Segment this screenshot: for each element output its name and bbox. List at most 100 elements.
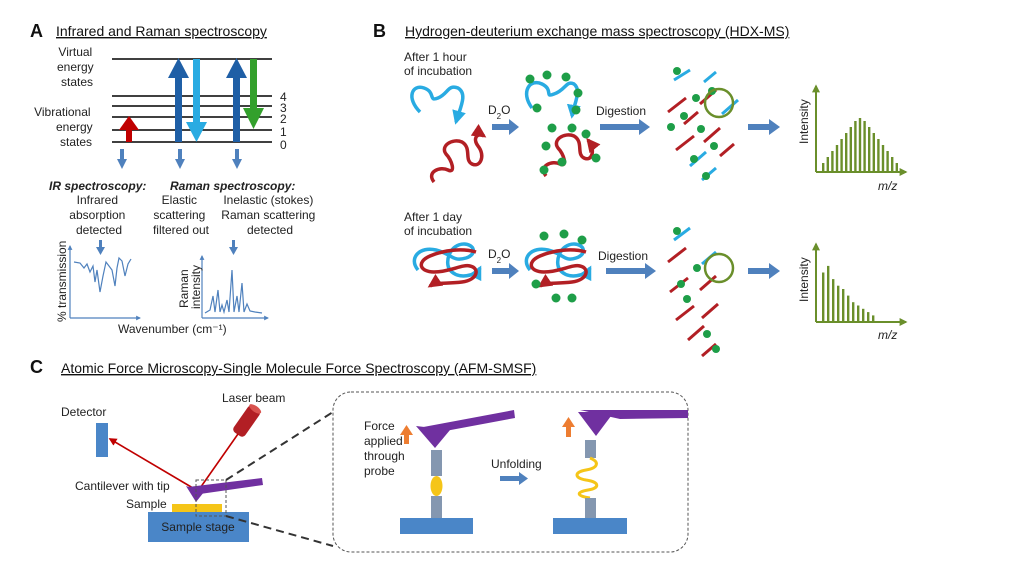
laser-beam <box>197 433 239 492</box>
level-label-4: 4 <box>280 90 287 104</box>
spectrum-2-bar <box>822 272 825 322</box>
spectrum-2-bar <box>862 308 865 322</box>
detector-label: Detector <box>61 405 106 419</box>
ir-spectrum-trace <box>73 256 132 293</box>
spectrum-2-bar <box>867 312 870 322</box>
row2-highlight-circle <box>703 252 735 284</box>
row2-peptides <box>667 226 719 358</box>
spectrum-2-bar <box>827 265 830 322</box>
ir-absorption-arrow <box>119 116 139 142</box>
row2-label: After 1 day of incubation <box>404 210 472 238</box>
spectrum-2-bar <box>837 285 840 322</box>
row1-d2o-arrow <box>492 119 519 135</box>
spectrum-2-ylabel: Intensity <box>797 257 811 302</box>
spectrum-1-bar <box>881 145 885 172</box>
row2-protein <box>412 242 482 288</box>
row1-digestion-arrow <box>600 119 650 135</box>
unfolded-molecule <box>553 410 688 534</box>
ir-ylabel: % transmission <box>55 241 69 322</box>
row1-label: After 1 hour of incubation <box>404 50 472 78</box>
spectrum-1-bar <box>868 127 871 172</box>
spectrum-2-bar <box>842 289 845 322</box>
force-label: Force applied through probe <box>364 419 408 478</box>
spectrum-2-bar <box>847 295 850 322</box>
level-label-3: 3 <box>280 101 287 115</box>
spectrum-1-bar <box>849 127 852 172</box>
spectrum-1-xlabel: m/z <box>878 179 897 193</box>
laser-label: Laser beam <box>222 391 285 405</box>
panel-b-title: Hydrogen-deuterium exchange mass spectro… <box>405 23 789 39</box>
raman-spectrum-plot <box>199 255 269 321</box>
stokes-up-arrow <box>226 58 247 142</box>
zoom-line-bottom <box>225 515 334 547</box>
unfolding-arrow <box>500 472 528 485</box>
spectrum-1-bar <box>891 157 894 172</box>
ir-spectrum-arrow <box>96 240 105 255</box>
row1-labeled-protein <box>524 70 601 178</box>
spectrum-2-bar <box>832 279 835 322</box>
level-label-0: 0 <box>280 138 287 152</box>
ir-spectroscopy-title: IR spectroscopy: <box>49 179 146 193</box>
spectrum-1-bar <box>840 139 843 172</box>
ir-description: Infrared absorption detected <box>69 193 128 237</box>
panel-c-letter: C <box>30 357 43 377</box>
row2-labeled-protein <box>524 229 592 303</box>
elastic-description: Elastic scattering filtered out <box>153 193 210 237</box>
row2-d2o-arrow <box>492 263 519 279</box>
spectrum-1-bar <box>872 133 875 172</box>
sample-label: Sample <box>126 497 167 511</box>
level-label-1: 1 <box>280 125 287 139</box>
row1-peptides <box>667 68 739 182</box>
laser-source <box>233 404 262 437</box>
spectrum-2 <box>812 242 908 326</box>
raman-ylabel: Raman intensity <box>177 265 203 309</box>
spectrum-1-bar <box>858 118 862 172</box>
spectrum-2-bar <box>852 302 855 322</box>
panel-c-title: Atomic Force Microscopy-Single Molecule … <box>61 360 536 376</box>
spectrum-1-ylabel: Intensity <box>797 99 811 144</box>
sample-stage-label: Sample stage <box>161 520 235 534</box>
level-label-2: 2 <box>280 112 287 126</box>
ir-down-arrow <box>117 149 127 169</box>
row2-ms-arrow <box>748 263 780 279</box>
row1-highlight-circle <box>703 87 735 119</box>
spectrum-1-bar <box>863 121 866 172</box>
spectrum-1-bar <box>826 157 829 172</box>
elastic-down-arrow <box>175 149 185 169</box>
inelastic-description: Inelastic (stokes) Raman scattering dete… <box>221 193 318 237</box>
spectrum-1 <box>812 84 908 176</box>
vibrational-states-label: Vibrational energy states <box>34 105 96 149</box>
ir-spectrum-plot <box>67 245 141 321</box>
spectrum-1-bar <box>822 163 825 172</box>
rayleigh-up-arrow <box>168 58 189 142</box>
raman-spectrum-arrow <box>229 240 238 255</box>
spectrum-1-bar <box>845 133 848 172</box>
folded-molecule <box>400 410 515 534</box>
panel-b-letter: B <box>373 21 386 41</box>
row1-d2o-label: D2O <box>488 103 510 121</box>
spectrum-1-bar <box>886 151 889 172</box>
spectrum-2-bar <box>872 315 875 322</box>
row2-d2o-label: D2O <box>488 247 510 265</box>
stokes-down-arrow <box>243 59 264 129</box>
row2-peptide-dots <box>673 227 720 353</box>
row1-ms-arrow <box>748 119 780 135</box>
row1-digestion-label: Digestion <box>596 104 646 118</box>
virtual-states-label: Virtual energy states <box>57 45 97 89</box>
rayleigh-down-arrow <box>186 59 207 142</box>
row1-deuterium-dots <box>525 70 601 175</box>
row2-digestion-arrow <box>606 263 656 279</box>
sample <box>172 504 222 512</box>
raman-spectrum-trace <box>204 269 263 315</box>
spectrum-1-bar <box>895 163 898 172</box>
panel-c: C Atomic Force Microscopy-Single Molecul… <box>30 357 689 553</box>
spectrum-1-bar <box>835 145 839 172</box>
cantilever-probe <box>186 478 263 502</box>
spectrum-1-bar <box>877 139 880 172</box>
force-arrow-2 <box>562 417 575 437</box>
row2-digestion-label: Digestion <box>598 249 648 263</box>
panel-a-letter: A <box>30 21 43 41</box>
panel-a-title: Infrared and Raman spectroscopy <box>56 23 267 39</box>
panel-b: B Hydrogen-deuterium exchange mass spect… <box>373 21 908 358</box>
